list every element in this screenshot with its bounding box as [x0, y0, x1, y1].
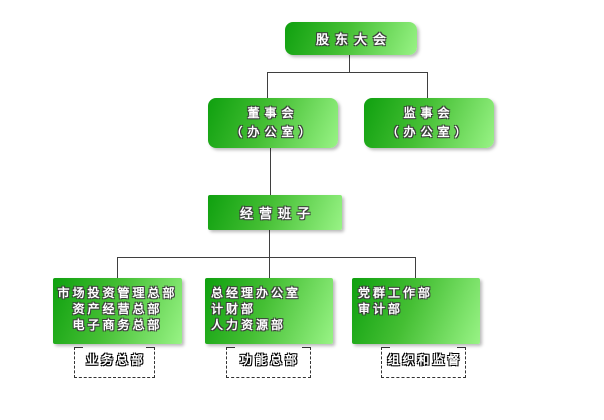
node-shareholders-meeting: 股东大会 [285, 22, 417, 55]
group-label-function: 功能总部 [226, 347, 311, 378]
connector-party-drop [415, 258, 416, 278]
node-business-headquarters: 市场投资管理总部 资产经营总部 电子商务总部 [53, 278, 182, 344]
connector-level4-horizontal [117, 257, 416, 258]
node-party-and-audit-departments: 党群工作部 审计部 [352, 278, 480, 344]
department-line: 市场投资管理总部 [57, 286, 178, 300]
connector-business-drop [117, 258, 118, 278]
node-management-team: 经营班子 [208, 195, 342, 230]
group-label-text: 业务总部 [85, 353, 146, 367]
connector-function-drop [269, 258, 270, 278]
group-label-text: 功能总部 [239, 353, 300, 367]
department-line: 党群工作部 [358, 286, 434, 300]
group-label-supervision: 组织和监督 [381, 347, 466, 378]
node-label: 经营班子 [239, 207, 316, 222]
connector-board-drop [267, 73, 268, 98]
connector-board-to-management [270, 148, 271, 195]
node-label-line: （办公室） [230, 125, 316, 139]
connector-management-down [269, 230, 270, 257]
connector-shareholders-down [349, 55, 350, 72]
node-label-line: （办公室） [386, 125, 472, 139]
node-supervisory-board: 监事会 （办公室） [364, 98, 494, 148]
node-label: 股东大会 [315, 33, 392, 48]
department-line: 计财部 [211, 302, 257, 316]
connector-supervisory-drop [427, 73, 428, 98]
department-line: 电子商务总部 [72, 318, 163, 332]
department-line: 人力资源部 [211, 318, 287, 332]
node-board-of-directors: 董事会 （办公室） [208, 98, 338, 148]
connector-level2-horizontal [267, 72, 428, 73]
node-functional-departments: 总经理办公室 计财部 人力资源部 [205, 278, 333, 344]
group-label-business: 业务总部 [74, 347, 155, 378]
department-line: 资产经营总部 [72, 302, 163, 316]
node-label-line: 董事会 [247, 106, 299, 120]
group-label-text: 组织和监督 [387, 353, 463, 367]
department-line: 总经理办公室 [211, 286, 302, 300]
node-label-line: 监事会 [403, 106, 455, 120]
department-line: 审计部 [358, 302, 404, 316]
